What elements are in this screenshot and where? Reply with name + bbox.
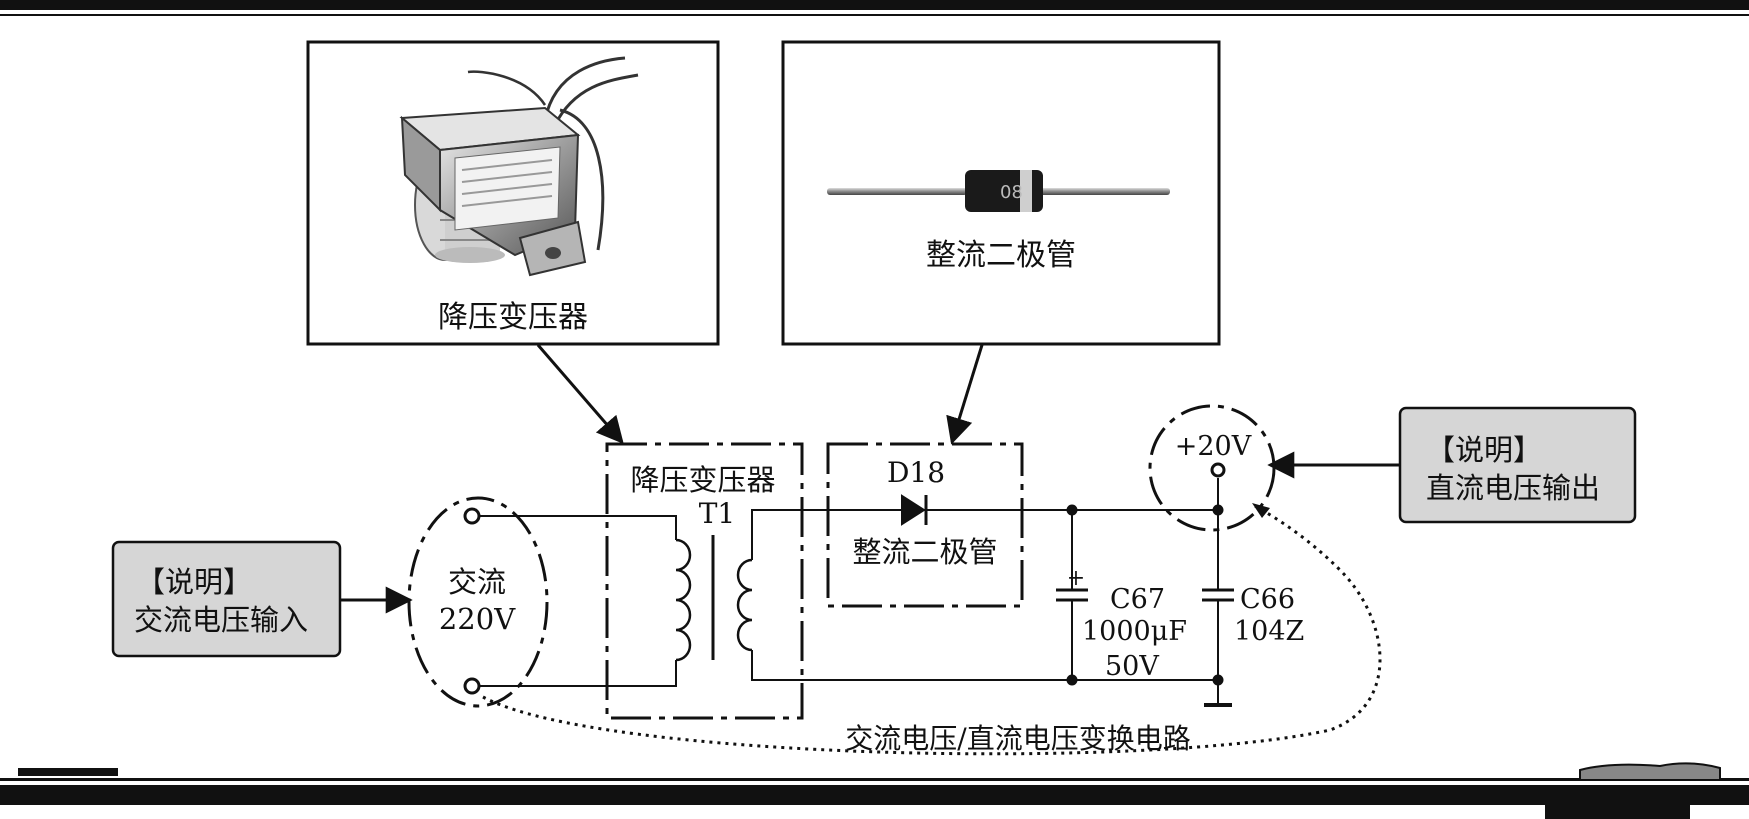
c66-value: 104Z xyxy=(1234,616,1304,647)
primary-wire-bottom xyxy=(479,660,677,687)
ac-terminal-top xyxy=(463,507,481,525)
transformer-highlight xyxy=(605,442,804,720)
diode-pointer-arrow xyxy=(946,344,984,445)
ground-rail xyxy=(751,650,1218,681)
page-border-top xyxy=(0,0,1749,16)
output-terminal xyxy=(1210,462,1226,478)
conversion-flow-curve xyxy=(482,504,1382,756)
c66-ref: C66 xyxy=(1240,584,1295,615)
output-note-title: 【说明】 xyxy=(1426,433,1542,467)
diode-marking: 08 xyxy=(1000,182,1023,203)
c67-voltage: 50V xyxy=(1105,651,1159,682)
diode-symbol xyxy=(901,494,926,526)
ac-label-line1: 交流 xyxy=(448,565,506,599)
output-voltage: +20V xyxy=(1175,431,1252,462)
transformer-photo xyxy=(399,56,639,277)
c67-plus: + xyxy=(1067,566,1085,591)
diode-photo-box: 08 整流二极管 xyxy=(781,40,1221,346)
schematic xyxy=(407,404,1382,756)
output-note: 【说明】 直流电压输出 xyxy=(1398,406,1637,524)
secondary-coil xyxy=(736,558,753,652)
diode-photo-caption: 整流二极管 xyxy=(926,238,1076,273)
c67-ref: C67 xyxy=(1110,584,1165,615)
c67-value: 1000μF xyxy=(1082,616,1187,647)
transformer-photo-box: 降压变压器 xyxy=(306,40,720,346)
diode-ref: D18 xyxy=(887,456,945,489)
ac-label-line2: 220V xyxy=(439,602,516,636)
transformer-ref: T1 xyxy=(699,497,736,530)
primary-coil xyxy=(675,538,692,662)
diode-highlight xyxy=(826,442,1024,608)
transformer-photo-caption: 降压变压器 xyxy=(438,300,588,335)
diode-name: 整流二极管 xyxy=(852,535,997,569)
diode-photo: 08 xyxy=(827,170,1170,212)
page-border-bottom xyxy=(0,762,1749,819)
output-highlight xyxy=(1148,404,1276,532)
ac-terminal-bottom xyxy=(463,677,481,695)
input-note-text: 交流电压输入 xyxy=(134,603,308,637)
primary-wire-top xyxy=(479,515,677,540)
ac-input-highlight xyxy=(407,496,549,708)
input-note: 【说明】 交流电压输入 xyxy=(111,540,342,658)
transformer-name: 降压变压器 xyxy=(630,463,775,497)
transformer-pointer-arrow xyxy=(536,344,624,445)
input-note-title: 【说明】 xyxy=(136,565,252,599)
diagram-caption: 交流电压/直流电压变换电路 xyxy=(845,722,1190,755)
output-note-text: 直流电压输出 xyxy=(1426,471,1600,505)
